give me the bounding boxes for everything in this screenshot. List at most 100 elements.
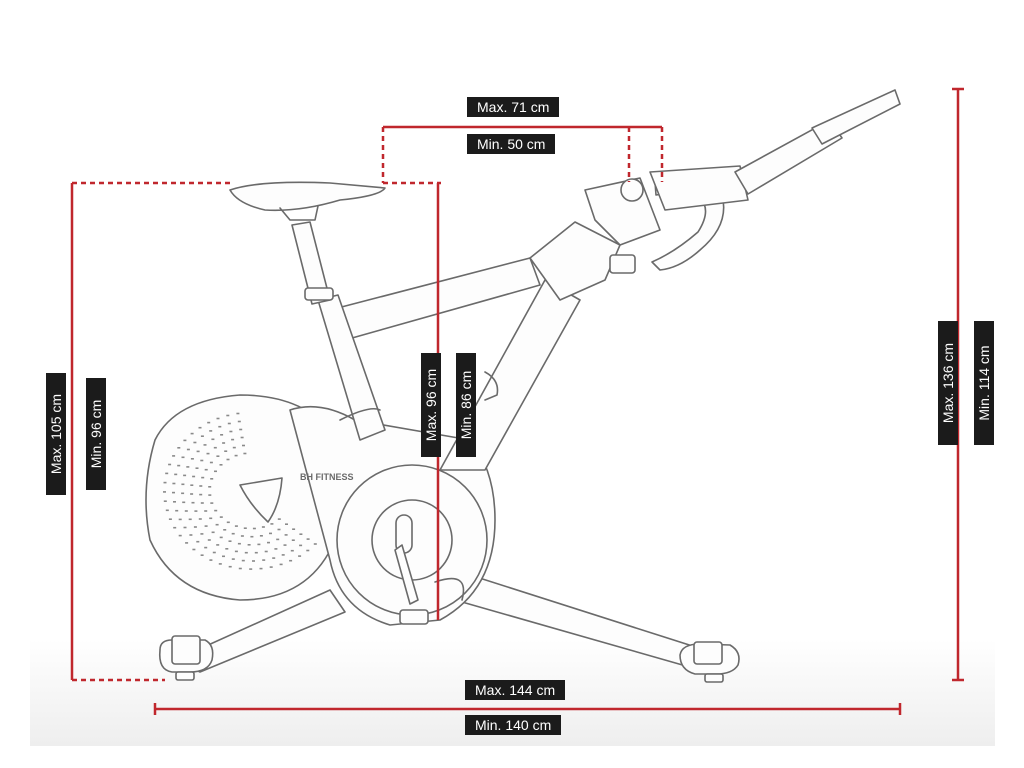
vent-dot xyxy=(240,535,244,537)
vent-dot xyxy=(172,482,176,485)
cable xyxy=(434,577,465,601)
vent-dot xyxy=(231,532,235,535)
vent-dot xyxy=(190,432,194,435)
vent-dot xyxy=(252,560,255,562)
bottle-holder xyxy=(484,371,499,401)
vent-dot xyxy=(209,517,213,520)
pedal xyxy=(399,609,429,625)
vent-dot xyxy=(183,439,187,442)
vent-dot xyxy=(184,510,188,512)
vent-dot xyxy=(163,481,167,484)
vent-dot xyxy=(234,454,238,457)
vent-dot xyxy=(289,559,293,562)
vent-dot xyxy=(196,450,200,453)
seat-post-clamp xyxy=(304,287,334,301)
vent-dot xyxy=(267,541,270,544)
vent-dot xyxy=(298,555,302,557)
crank-arm xyxy=(394,544,419,605)
vent-dot xyxy=(181,492,185,495)
vent-dot xyxy=(224,450,228,452)
vent-dot xyxy=(213,446,217,449)
vent-dot xyxy=(259,535,263,537)
vent-dot xyxy=(292,528,296,530)
vent-dot xyxy=(218,563,222,565)
vent-dot xyxy=(220,434,224,436)
vent-dot xyxy=(199,485,203,487)
vent-dot xyxy=(270,523,274,525)
vent-dot xyxy=(203,444,207,446)
vent-dot xyxy=(200,554,204,556)
vent-dot xyxy=(178,534,182,537)
vent-dot xyxy=(183,474,187,477)
vent-dot xyxy=(190,493,194,495)
vent-dot xyxy=(247,544,251,546)
rear-foot-leveler xyxy=(175,671,195,681)
vent-dot xyxy=(249,568,253,570)
vent-dot xyxy=(313,543,317,545)
total-height-max-label: Max. 136 cm xyxy=(938,321,958,445)
vent-dot xyxy=(291,539,295,541)
vent-dot xyxy=(299,533,303,535)
vent-dot xyxy=(218,425,222,428)
vent-dot xyxy=(306,538,310,540)
saddle xyxy=(229,181,386,212)
vent-dot xyxy=(188,518,192,521)
vent-dot xyxy=(274,548,278,550)
vent-dot xyxy=(173,526,177,529)
vent-dot xyxy=(231,438,235,441)
vent-dot xyxy=(172,455,176,457)
vent-dot xyxy=(236,412,240,415)
vent-dot xyxy=(228,540,232,542)
vent-dot xyxy=(186,466,190,468)
seat-pedal-min-label: Min. 86 cm xyxy=(456,353,476,457)
console-arm xyxy=(734,119,843,195)
vent-dot xyxy=(281,554,285,556)
vent-dot xyxy=(261,526,265,528)
vent-dot xyxy=(243,452,247,455)
vent-dot xyxy=(299,544,303,547)
vent-dot xyxy=(173,501,176,503)
vent-dot xyxy=(226,414,230,417)
top-tube xyxy=(329,257,541,341)
vent-dot xyxy=(227,422,231,425)
vent-dot xyxy=(200,435,204,437)
aero-extension xyxy=(649,165,749,211)
vent-dot xyxy=(257,543,261,546)
vent-dot xyxy=(192,548,196,551)
vent-dot xyxy=(222,555,225,558)
vent-dot xyxy=(190,484,194,486)
vent-dot xyxy=(228,565,232,568)
vent-dot xyxy=(210,502,214,504)
vent-dot xyxy=(240,436,244,439)
vent-dot xyxy=(207,539,211,541)
flywheel-vents xyxy=(163,412,317,570)
vent-dot xyxy=(204,525,208,527)
vent-dot xyxy=(201,476,205,479)
vent-dot xyxy=(243,527,247,529)
logo-shield xyxy=(239,477,283,523)
vent-dot xyxy=(211,438,215,441)
vent-dot xyxy=(189,534,193,536)
vent-dot xyxy=(204,468,208,471)
stem-pin xyxy=(620,178,644,202)
vent-dot xyxy=(199,493,203,496)
vent-dot xyxy=(182,501,186,504)
vent-dot xyxy=(214,509,218,512)
vent-dot xyxy=(181,456,185,459)
vent-dot xyxy=(226,521,230,524)
vent-dot xyxy=(186,448,190,451)
vent-dot xyxy=(284,534,288,536)
vent-dot xyxy=(244,551,248,554)
vent-dot xyxy=(212,551,216,554)
vent-dot xyxy=(272,557,276,559)
vent-dot xyxy=(208,486,212,488)
vent-dot xyxy=(194,510,198,512)
vent-dot xyxy=(209,559,213,561)
front-foot-pad xyxy=(693,641,723,665)
console xyxy=(811,89,901,145)
vent-dot xyxy=(242,444,245,447)
vent-dot xyxy=(285,523,288,525)
vent-dot xyxy=(208,494,212,496)
vent-dot xyxy=(190,458,194,460)
vent-dot xyxy=(237,420,241,423)
